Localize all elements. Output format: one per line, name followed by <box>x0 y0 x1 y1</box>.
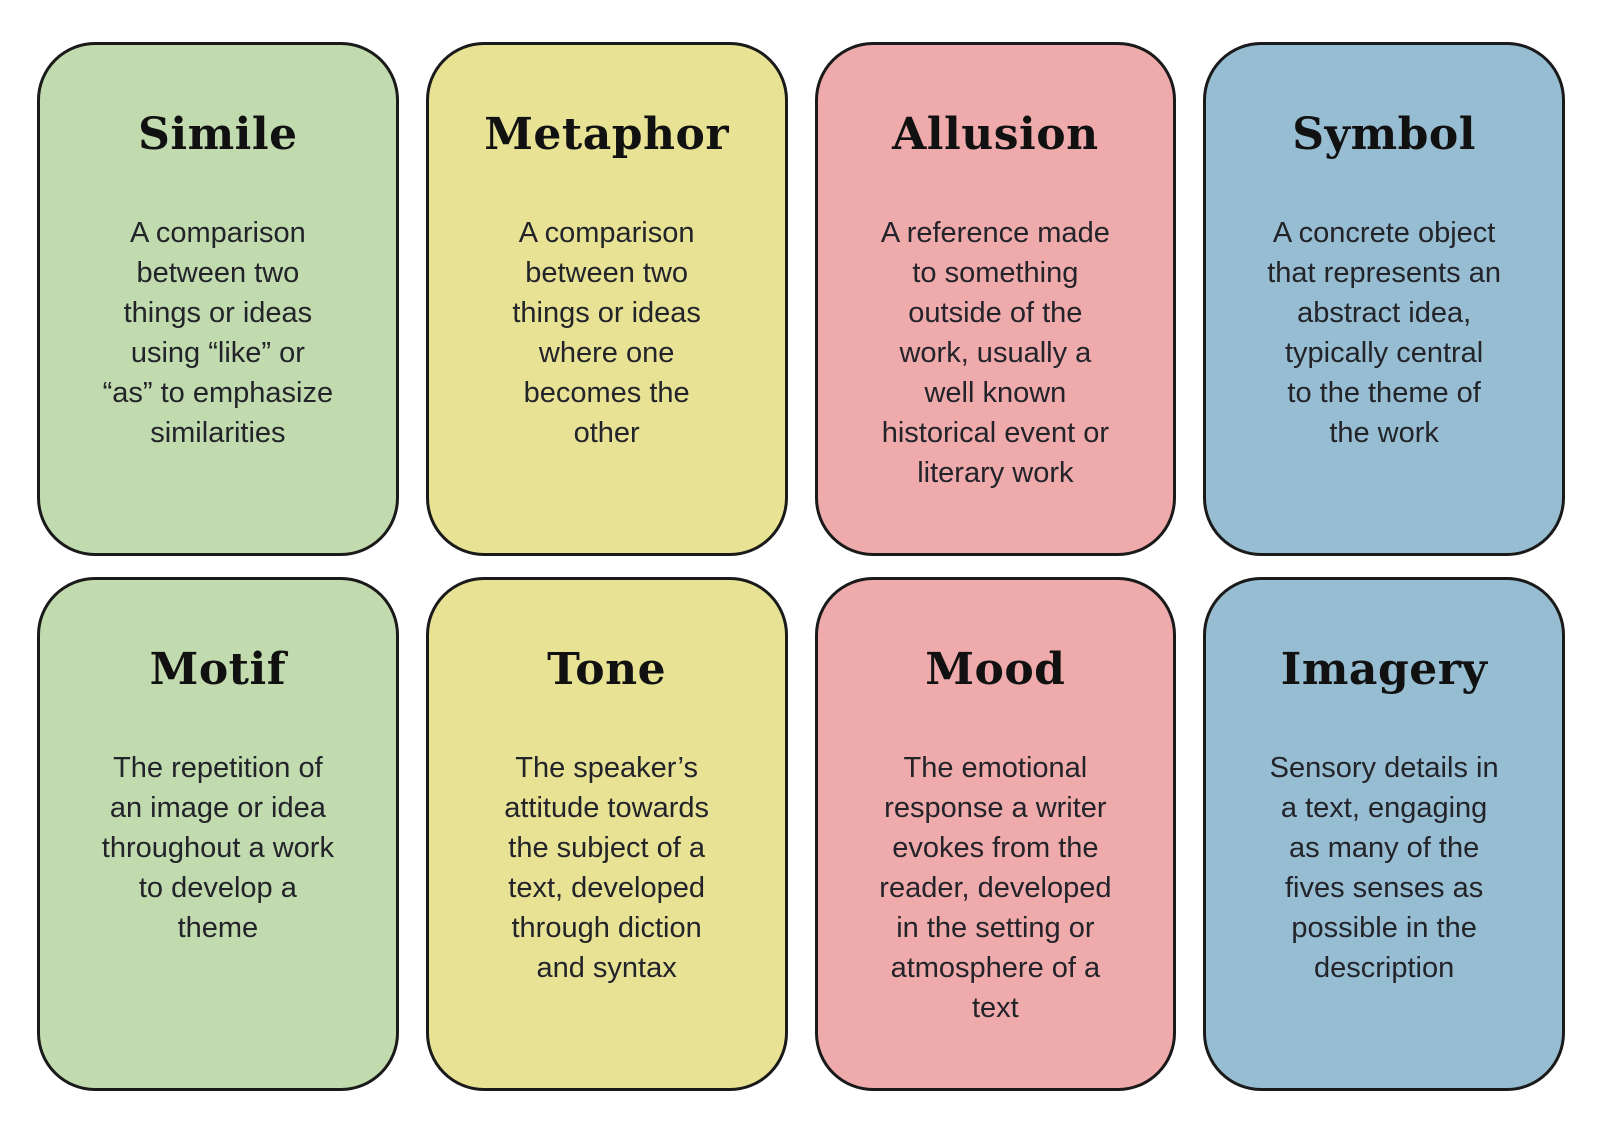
card-title: Mood <box>925 644 1066 695</box>
card-description: The repetition of an image or idea throu… <box>101 752 334 944</box>
card-allusion: Allusion A reference made to something o… <box>814 42 1177 556</box>
card-description: A comparison between two things or ideas… <box>102 217 334 449</box>
card-description: A concrete object that represents an abs… <box>1267 217 1501 449</box>
card-description: A comparison between two things or ideas… <box>512 217 701 449</box>
card-mood: Mood The emotional response a writer evo… <box>814 577 1177 1091</box>
card-symbol: Symbol A concrete object that represents… <box>1203 42 1565 556</box>
card-simile: Simile A comparison between two things o… <box>37 42 399 556</box>
card-tone: Tone The speaker’s attitude towards the … <box>425 577 788 1091</box>
card-metaphor: Metaphor A comparison between two things… <box>425 42 788 556</box>
card-description: Sensory details in a text, engaging as m… <box>1269 752 1499 984</box>
card-description: The emotional response a writer evokes f… <box>879 752 1112 1024</box>
card-title: Symbol <box>1292 109 1476 160</box>
card-motif: Motif The repetition of an image or idea… <box>37 577 399 1091</box>
card-title: Allusion <box>892 109 1099 160</box>
card-description: A reference made to something outside of… <box>880 217 1110 489</box>
card-title: Metaphor <box>484 109 730 160</box>
card-description: The speaker’s attitude towards the subje… <box>504 752 709 984</box>
card-title: Motif <box>149 644 287 695</box>
card-imagery: Imagery Sensory details in a text, engag… <box>1203 577 1565 1091</box>
card-title: Simile <box>138 109 298 160</box>
card-title: Tone <box>547 644 667 695</box>
card-title: Imagery <box>1280 644 1488 695</box>
